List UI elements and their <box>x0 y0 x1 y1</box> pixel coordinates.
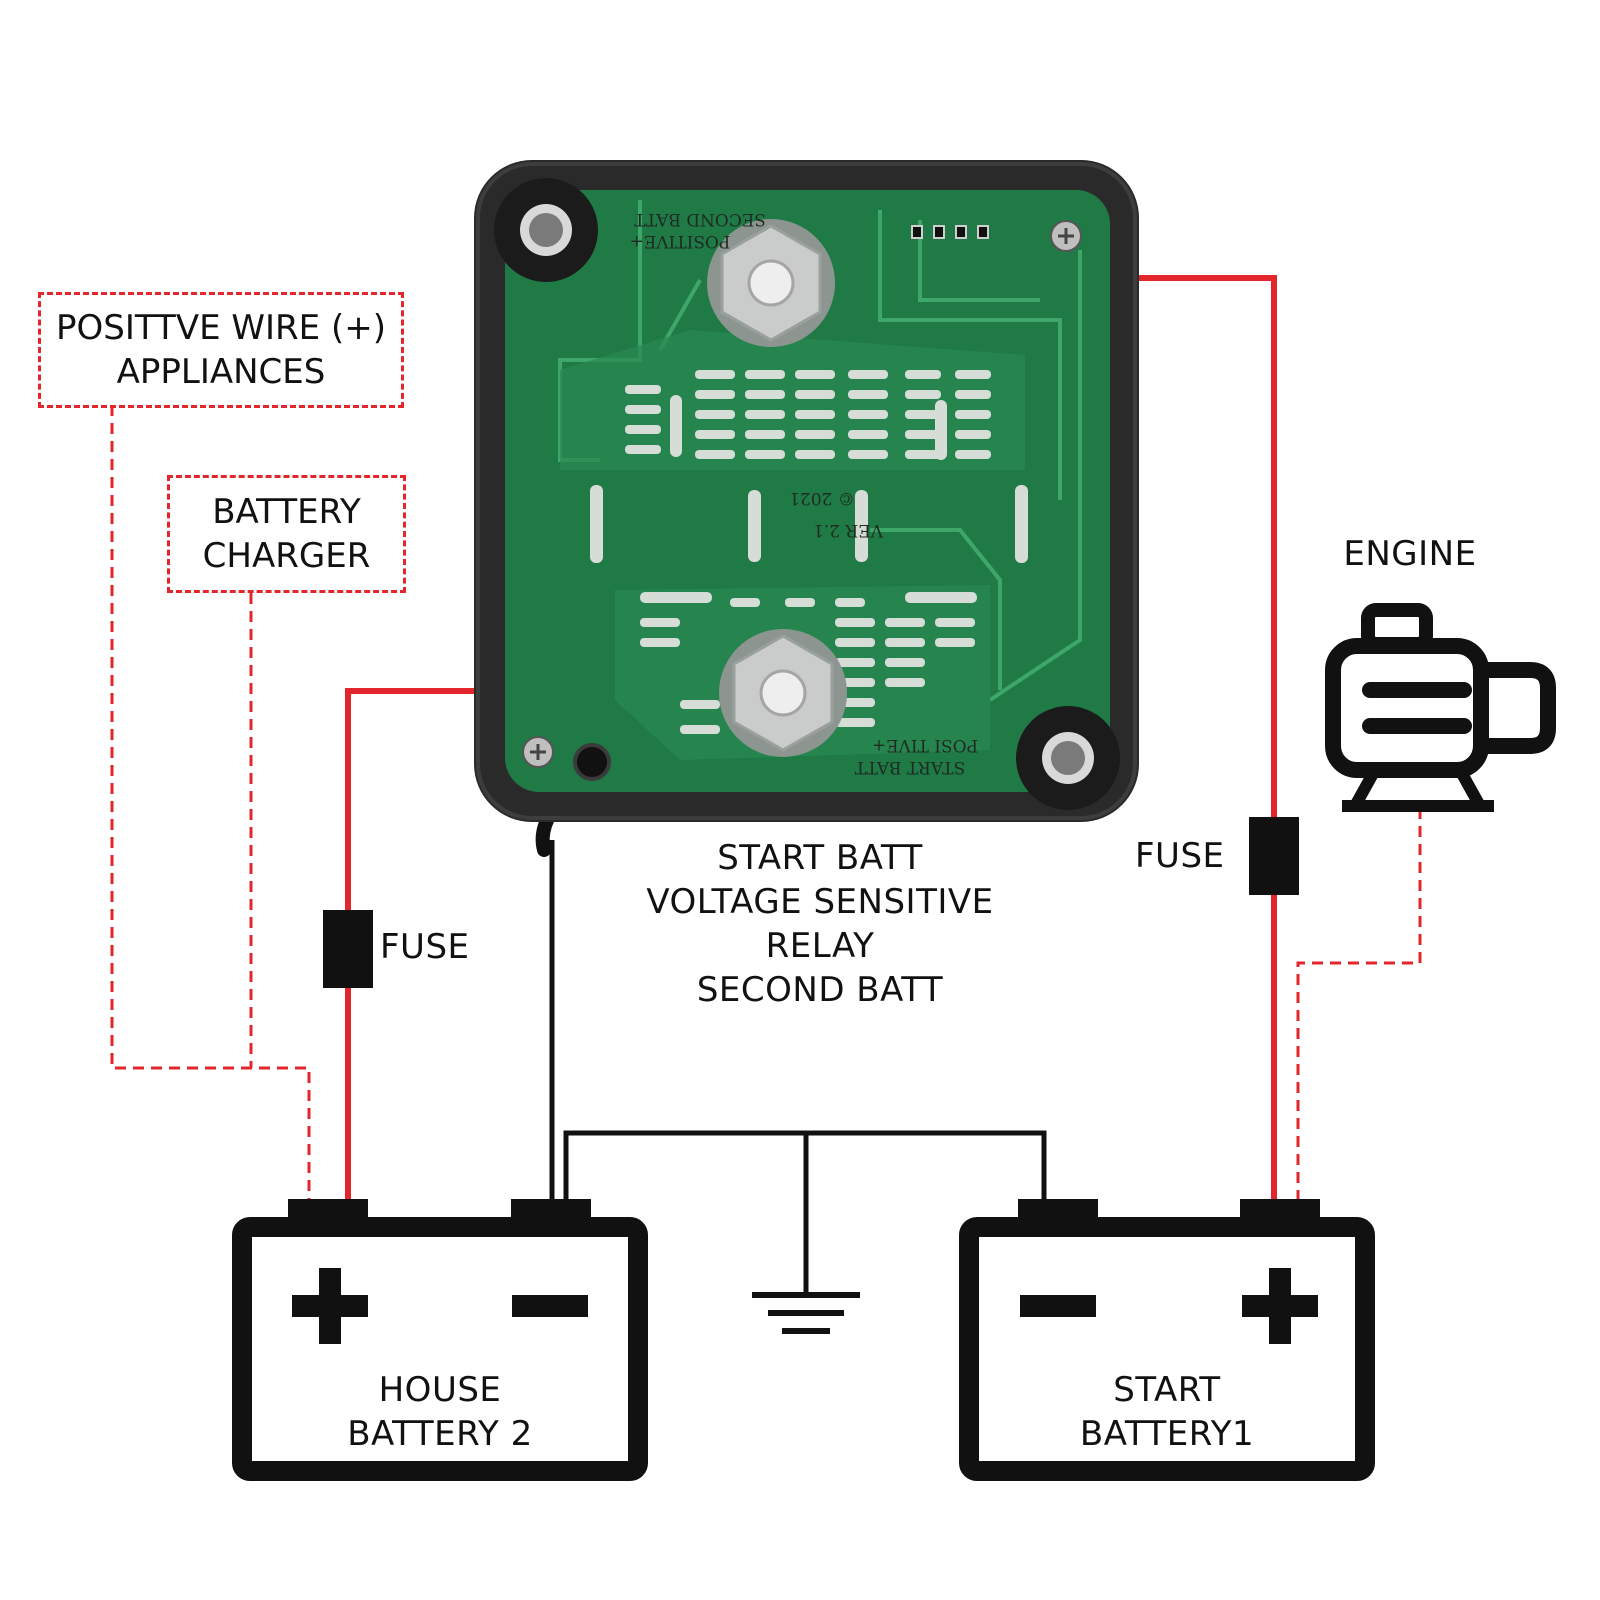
ground-wires <box>549 840 1047 1295</box>
house-battery-label-line2: BATTERY 2 <box>347 1414 533 1454</box>
start-battery <box>959 1199 1375 1481</box>
fuse-left-icon <box>323 910 373 988</box>
pcb-top-terminal-line2: POSITIVE+ <box>630 231 731 251</box>
plus-icon <box>292 1268 368 1344</box>
fuse-right-icon <box>1249 817 1299 895</box>
fuse-left-label: FUSE <box>380 927 470 967</box>
sense-wire-grommet <box>573 743 611 781</box>
appliances-label-box: POSITTVE WIRE (+) APPLIANCES <box>38 292 404 408</box>
pcb-bottom-terminal-line1: START BATT <box>854 757 965 777</box>
screw-icon <box>522 736 554 768</box>
house-battery-label: HOUSE BATTERY 2 <box>262 1368 618 1456</box>
relay-label-line2: VOLTAGE SENSITIVE <box>646 882 994 922</box>
mounting-hole-top-left <box>494 178 598 282</box>
start-battery-label-line1: START <box>1113 1370 1221 1410</box>
relay-description: START BATT VOLTAGE SENSITIVE RELAY SECON… <box>620 836 1020 1012</box>
appliances-dashed-wire <box>110 405 311 1205</box>
relay-module: VER 2.1 © 2021 SECOND BATT POSITIVE+ STA… <box>474 160 1139 857</box>
terminal-stud-start-batt <box>719 629 847 757</box>
engine-icon <box>1325 603 1556 812</box>
relay-label-line4: SECOND BATT <box>696 970 944 1010</box>
pcb-copyright: © 2021 <box>789 488 855 508</box>
house-battery-label-line1: HOUSE <box>378 1370 502 1410</box>
charger-label-line1: BATTERY <box>212 492 361 532</box>
relay-label-line3: RELAY <box>765 926 875 966</box>
engine-dashed-wire <box>1296 808 1422 1205</box>
dashed-positive-wires <box>110 405 1422 1205</box>
appliances-label-line2: APPLIANCES <box>116 352 326 392</box>
charger-label-box: BATTERY CHARGER <box>167 475 406 593</box>
solder-pads-upper <box>625 370 991 460</box>
start-battery-case <box>959 1217 1375 1481</box>
ground-symbol <box>752 1292 860 1334</box>
mounting-hole-bottom-right <box>1016 706 1120 810</box>
minus-icon <box>512 1295 588 1317</box>
solder-pads-lower <box>640 592 977 734</box>
minus-icon <box>1020 1295 1096 1317</box>
screw-icon <box>1050 220 1082 252</box>
terminal-stud-second-batt <box>707 219 835 347</box>
fuse-right-label: FUSE <box>1135 836 1225 876</box>
charger-label-line2: CHARGER <box>202 536 371 576</box>
pcb-version: VER 2.1 <box>813 520 884 540</box>
start-battery-label-line2: BATTERY1 <box>1079 1414 1255 1454</box>
pcb-bottom-terminal-line2: POSI TIVE+ <box>872 735 978 755</box>
relay-label-line1: START BATT <box>717 838 923 878</box>
engine-label: ENGINE <box>1343 534 1477 574</box>
solder-pads-middle <box>590 485 1028 563</box>
plus-icon <box>1242 1268 1318 1344</box>
pcb-top-terminal-line1: SECOND BATT <box>633 209 765 229</box>
appliances-label-line1: POSITTVE WIRE (+) <box>56 308 386 348</box>
start-battery-label: START BATTERY1 <box>989 1368 1345 1456</box>
house-battery <box>232 1199 648 1481</box>
